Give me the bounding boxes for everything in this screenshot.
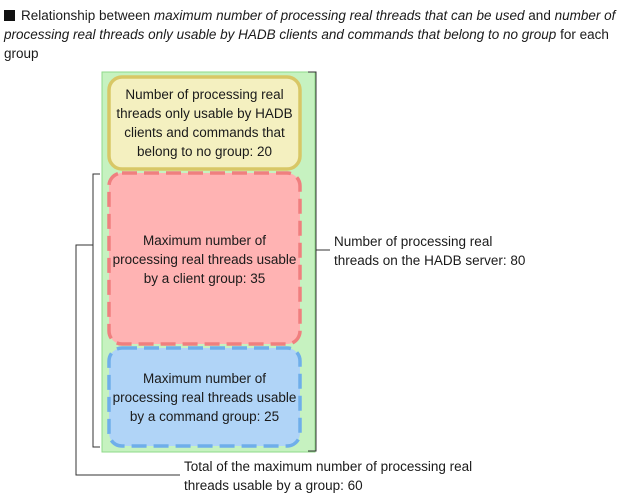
client-group-threads-box [107,171,302,346]
caption-text-2: and [524,8,555,23]
command-group-threads-box [107,346,302,448]
no-group-threads-box [107,75,302,171]
server-total-label: Number of processing real threads on the… [334,234,526,268]
command-group-threads-label: Maximum number of processing real thread… [112,370,297,424]
caption-emphasis-2: number of processing real threads only u… [4,8,616,42]
diagram-caption: Relationship between maximum number of p… [4,6,632,63]
caption-emphasis-1: maximum number of processing real thread… [153,8,525,23]
client-group-threads-label: Maximum number of processing real thread… [112,232,297,286]
caption-text-1: Relationship between [21,8,154,23]
no-group-threads-label: Number of processing real threads only u… [116,87,293,159]
server-total-bracket [308,71,330,452]
square-bullet-icon [4,10,15,21]
group-total-label: Total of the maximum number of processin… [184,459,473,493]
group-total-leader [75,244,180,476]
group-total-bracket [92,173,100,448]
caption-text-3: for each group [4,27,609,61]
